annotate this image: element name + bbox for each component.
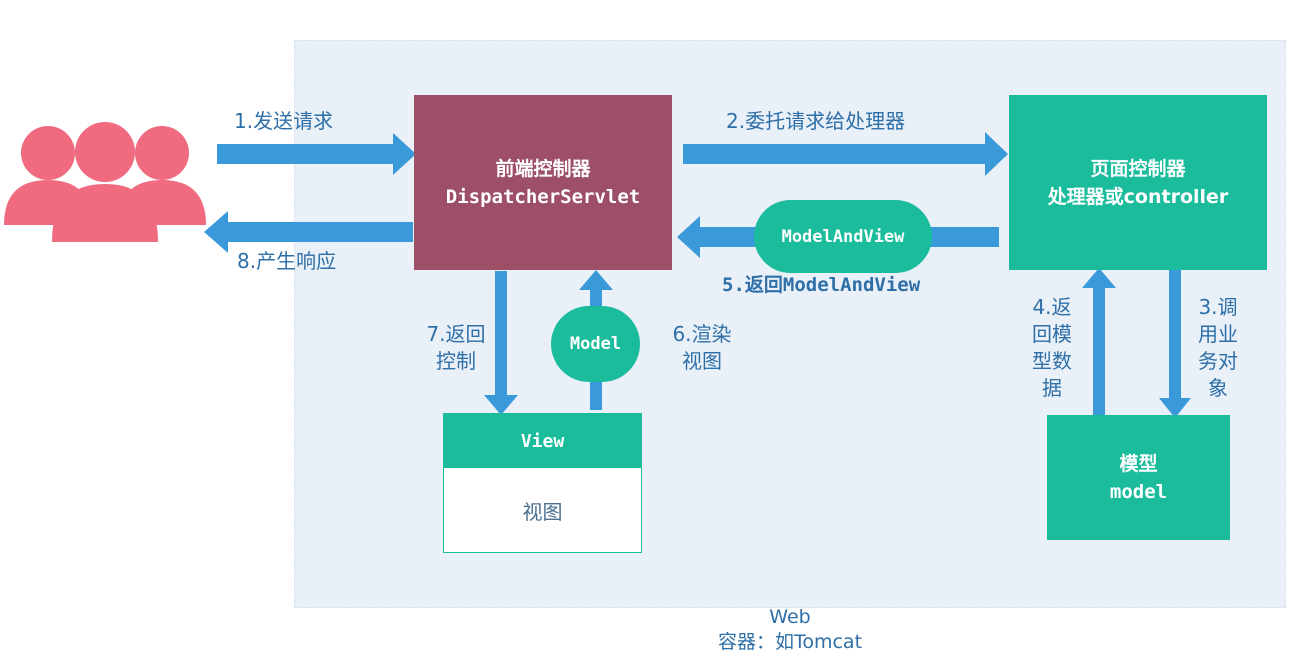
step-8-label: 8.产生响应 [237, 249, 337, 273]
dispatcher-title: 前端控制器 [495, 157, 591, 180]
model-pill: Model [551, 306, 640, 382]
container-caption-line2: 容器：如Tomcat [717, 631, 863, 653]
view-header: View [444, 414, 641, 468]
model-box: 模型 model [1047, 415, 1230, 540]
model-title: 模型 [1119, 452, 1158, 475]
dispatcher-subtitle: DispatcherServlet [445, 185, 641, 208]
arrow-return-model [1082, 268, 1116, 415]
arrow-send-request [217, 133, 416, 175]
modelandview-pill: ModelAndView [754, 200, 932, 273]
container-caption: Web 容器：如Tomcat [690, 605, 890, 655]
arrow-response [204, 211, 413, 253]
users-icon [4, 122, 206, 242]
arrow-return-control [484, 271, 518, 415]
controller-subtitle: 处理器或controller [1047, 185, 1229, 208]
view-box: View 视图 [443, 413, 642, 553]
controller-box: 页面控制器 处理器或controller [1009, 95, 1267, 270]
view-body: 视图 [522, 499, 563, 524]
arrow-call-service [1159, 270, 1191, 418]
step-1-label: 1.发送请求 [234, 109, 334, 133]
dispatcher-servlet-box: 前端控制器 DispatcherServlet [414, 95, 672, 270]
model-subtitle: model [1109, 480, 1168, 503]
step-3-label: 3.调 用业 务对 象 [1198, 295, 1238, 400]
step-4-label: 4.返 回模 型数 据 [1032, 295, 1072, 400]
step-5-label: 5.返回ModelAndView [722, 274, 921, 296]
controller-title: 页面控制器 [1090, 157, 1186, 180]
arrow-delegate [683, 132, 1008, 176]
step-2-label: 2.委托请求给处理器 [726, 109, 906, 133]
step-6-label: 6.渲染 视图 [672, 322, 732, 373]
container-caption-line1: Web [769, 606, 811, 628]
step-7-label: 7.返回 控制 [426, 322, 486, 373]
